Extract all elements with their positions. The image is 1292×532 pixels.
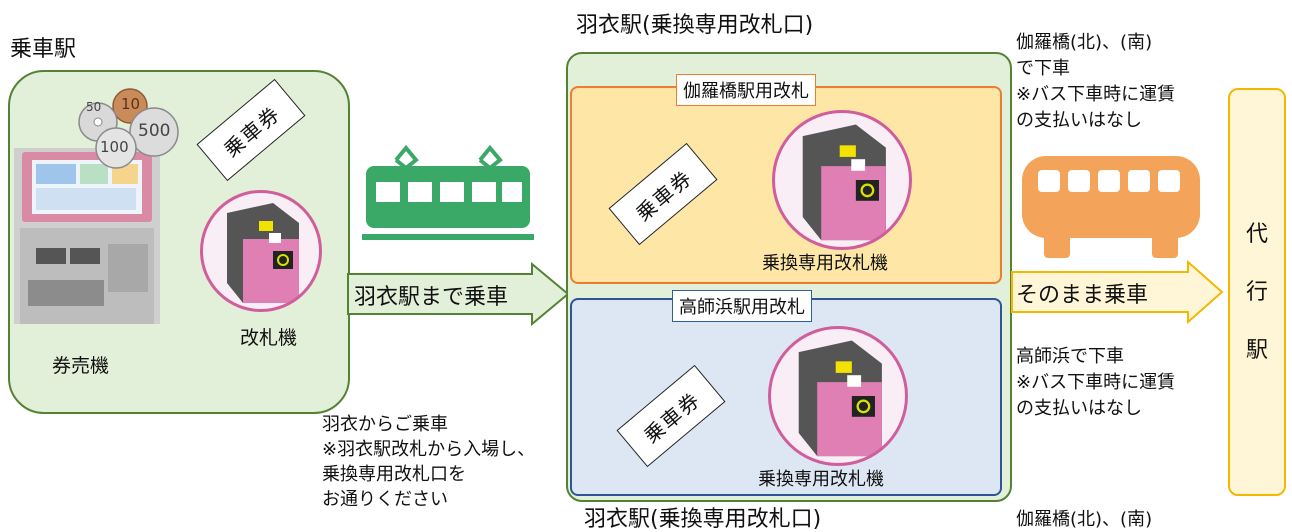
karahashi-gate-label: 伽羅橋駅用改札 bbox=[676, 74, 816, 106]
ticket-gate-icon bbox=[798, 340, 882, 457]
takashinohama-machine-label: 乗換専用改札機 bbox=[758, 469, 884, 490]
ticket-machine-label: 券売機 bbox=[52, 355, 110, 377]
gate-machine-departure bbox=[200, 190, 322, 312]
substitute-station-char-3: 駅 bbox=[1245, 338, 1268, 363]
takashinohama-gate-label: 高師浜駅用改札 bbox=[672, 290, 812, 322]
gate-label-departure: 改札機 bbox=[240, 327, 298, 349]
hagoromo-boarding-note: 羽衣からご乗車 ※羽衣駅改札から入場し、 乗換専用改札口を お通りください bbox=[322, 414, 536, 510]
substitute-station-box: 代 行 駅 bbox=[1228, 88, 1286, 496]
karahashi-machine-label: 乗換専用改札機 bbox=[762, 253, 888, 274]
bus-icon bbox=[1018, 152, 1204, 264]
ticket-machine-icon bbox=[14, 148, 160, 324]
substitute-station-char-2: 行 bbox=[1245, 280, 1268, 305]
ticket-gate-icon bbox=[802, 124, 886, 241]
bus-arrow-label: そのまま乗車 bbox=[1016, 283, 1149, 308]
ticket-machine-image bbox=[14, 148, 160, 324]
gate-machine-takashinohama bbox=[768, 326, 908, 466]
substitute-station-char-1: 代 bbox=[1245, 222, 1268, 247]
coins-illustration: 10 50 100 500 bbox=[72, 86, 182, 172]
train-arrow: 羽衣駅まで乗車 bbox=[346, 261, 570, 327]
coin-50-label: 50 bbox=[86, 100, 102, 114]
gate-machine-karahashi bbox=[772, 110, 912, 250]
train-arrow-label: 羽衣駅まで乗車 bbox=[354, 285, 509, 310]
transfer-station-title: 羽衣駅(乗換専用改札口) bbox=[576, 13, 814, 38]
bus-note-takashinohama: 高師浜で下車 ※バス下車時に運賃 の支払いはなし bbox=[1016, 346, 1176, 419]
bus-arrow: そのまま乗車 bbox=[1010, 259, 1224, 325]
ticket-gate-icon bbox=[227, 203, 299, 303]
bus-note-karahashi: 伽羅橋(北)、(南) で下車 ※バス下車時に運賃 の支払いはなし bbox=[1016, 32, 1176, 131]
departure-station-title: 乗車駅 bbox=[10, 37, 77, 62]
bus-note-bottom-partial: 伽羅橋(北)、(南) bbox=[1016, 509, 1153, 530]
coin-100-label: 100 bbox=[100, 138, 129, 156]
train-icon bbox=[362, 144, 534, 248]
transfer-station-title-bottom-partial: 羽衣駅(乗換専用改札口) bbox=[584, 507, 822, 532]
coin-10-label: 10 bbox=[121, 95, 141, 113]
coin-500-label: 500 bbox=[138, 121, 171, 141]
